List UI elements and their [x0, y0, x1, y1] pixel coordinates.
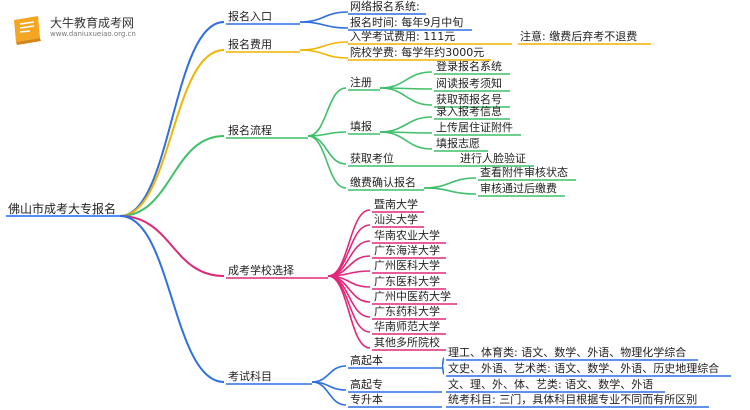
- school-item: 华南师范大学: [374, 320, 440, 333]
- process-item: 获取预报名号: [436, 93, 502, 106]
- logo-url: www.daniuxueiao.org.cn: [50, 30, 136, 38]
- subjects-group: 专升本: [350, 393, 383, 406]
- school-link-1: [327, 224, 371, 277]
- branch-entry: 报名入口: [228, 10, 272, 23]
- process-item-link-3-0: [423, 177, 477, 189]
- process-step: 注册: [350, 76, 372, 89]
- process-link: [119, 135, 225, 217]
- school-link-9: [327, 275, 371, 349]
- entry-item: 报名时间: 每年9月中旬: [350, 16, 464, 29]
- book-logo-icon: [14, 16, 41, 45]
- subjects-item: 文史、外语、艺术类: 语文、数学、外语、历史地理综合: [448, 362, 720, 375]
- process-item: 录入报考信息: [436, 105, 502, 118]
- process-item: 登录报名系统: [436, 60, 502, 73]
- fee-item: 入学考试费用: 111元: [350, 30, 456, 43]
- fee-note: 注意: 缴费后弃考不退费: [520, 30, 638, 43]
- process-item-link-1-0: [379, 116, 433, 133]
- branch-subjects: 考试科目: [228, 370, 272, 383]
- process-step-link-3: [307, 135, 347, 189]
- process-item: 上传居住证附件: [436, 121, 513, 134]
- school-item: 广东药科大学: [374, 305, 440, 318]
- root-topic: 佛山市成考大专报名: [8, 202, 117, 216]
- process-step: 缴费确认报名: [350, 176, 416, 189]
- fee-item: 院校学费: 每学年约3000元: [350, 46, 485, 59]
- process-item-link-0-2: [379, 87, 433, 106]
- branch-fee: 报名费用: [228, 38, 272, 51]
- site-logo: 大牛教育成考网 www.daniuxueiao.org.cn: [8, 12, 168, 52]
- entry-item: 网络报名系统:: [350, 0, 420, 13]
- process-item: 审核通过后缴费: [480, 182, 557, 195]
- school-item: 广东医科大学: [374, 275, 440, 288]
- school-item: 暨南大学: [374, 198, 418, 211]
- schools-link: [119, 215, 225, 277]
- subjects-group: 高起本: [350, 354, 383, 367]
- school-item: 广东海洋大学: [374, 244, 440, 257]
- subjects-item-link-0-0: [441, 357, 445, 367]
- subjects-item: 统考科目: 三门，具体科目根据专业不同而有所区别: [448, 393, 698, 406]
- school-item: 广州医科大学: [374, 259, 440, 272]
- process-item: 阅读报考须知: [436, 77, 502, 90]
- subjects-item-link-0-1: [441, 365, 445, 375]
- school-item: 华南农业大学: [374, 229, 440, 242]
- process-step-link-0: [307, 87, 347, 137]
- process-item-link-3-1: [423, 187, 477, 195]
- fee-item-link-0: [299, 41, 349, 51]
- subjects-item: 理工、体育类: 语文、数学、外语、物理化学综合: [448, 346, 687, 359]
- school-item: 汕头大学: [374, 213, 418, 226]
- fee-item-link-1: [299, 49, 349, 59]
- process-step: 填报: [350, 120, 372, 133]
- process-item: 填报志愿: [436, 137, 480, 150]
- subjects-item: 文、理、外、体、艺类: 语文、数学、外语: [448, 378, 654, 391]
- branch-schools: 成考学校选择: [228, 264, 294, 277]
- entry-item-link-1: [299, 21, 349, 29]
- school-item: 广州中医药大学: [374, 290, 451, 303]
- process-item: 查看附件审核状态: [480, 166, 568, 179]
- school-item: 其他多所院校: [374, 336, 440, 349]
- branch-process: 报名流程: [228, 124, 272, 137]
- subjects-group-link-0: [311, 365, 347, 383]
- subjects-group: 高起专: [350, 378, 383, 391]
- school-link-8: [327, 275, 371, 333]
- subjects-link: [119, 215, 225, 383]
- process-item-link-0-0: [379, 71, 433, 89]
- process-step: 获取考位: [350, 152, 394, 165]
- process-item-link-1-2: [379, 131, 433, 150]
- entry-item-link-0: [299, 11, 349, 23]
- entry-link: [119, 21, 225, 217]
- fee-link: [119, 49, 225, 217]
- subjects-group-link-2: [311, 381, 347, 406]
- process-item: 进行人脸验证: [460, 152, 526, 165]
- logo-title: 大牛教育成考网: [50, 16, 135, 30]
